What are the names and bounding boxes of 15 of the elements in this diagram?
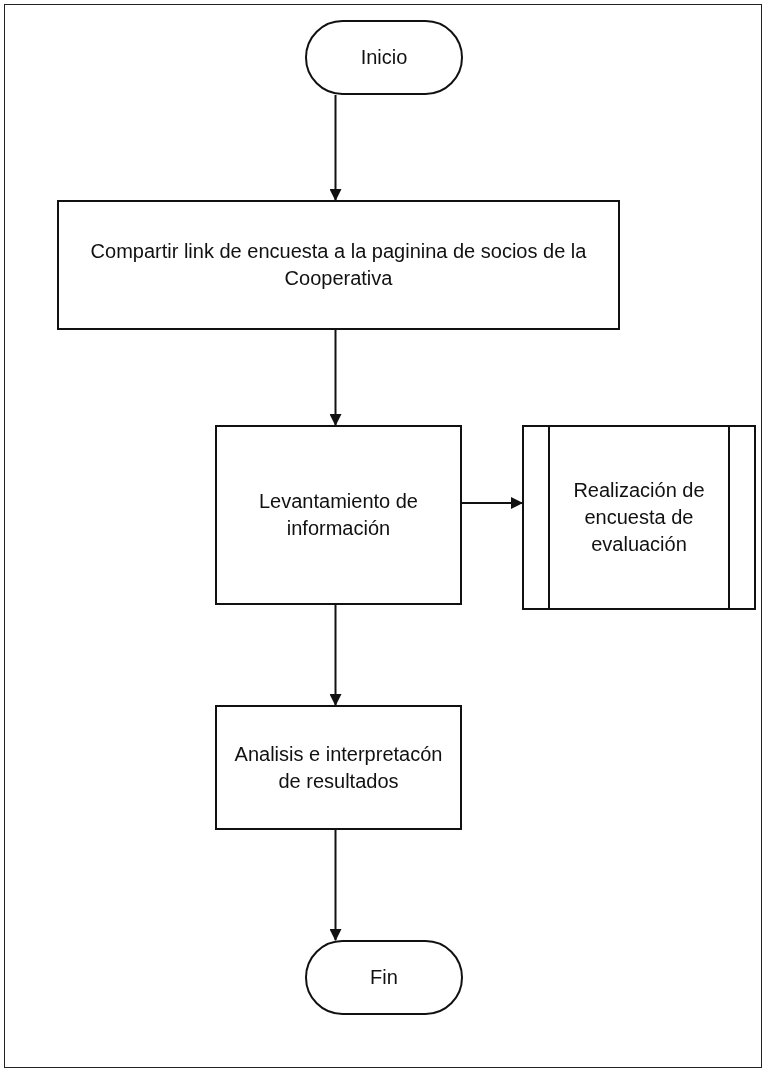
node-label: Realización de encuesta de evaluación: [572, 478, 706, 557]
arrow: [329, 94, 342, 201]
arrow: [329, 604, 342, 706]
arrow: [329, 829, 342, 941]
process-box: [57, 200, 620, 330]
node-label: Levantamiento de información: [258, 489, 419, 541]
node-label: Inicio: [360, 45, 408, 70]
process-box: [215, 705, 462, 830]
process-box: [215, 425, 462, 605]
subprocess-box: [522, 425, 756, 610]
arrow: [329, 329, 342, 426]
node-label: Fin: [370, 965, 398, 990]
arrow: [461, 497, 523, 509]
node-label: Analisis e interpretacón de resultados: [233, 741, 444, 794]
node-label: Compartir link de encuesta a la paginina de socios de la Cooperativa: [89, 239, 588, 291]
